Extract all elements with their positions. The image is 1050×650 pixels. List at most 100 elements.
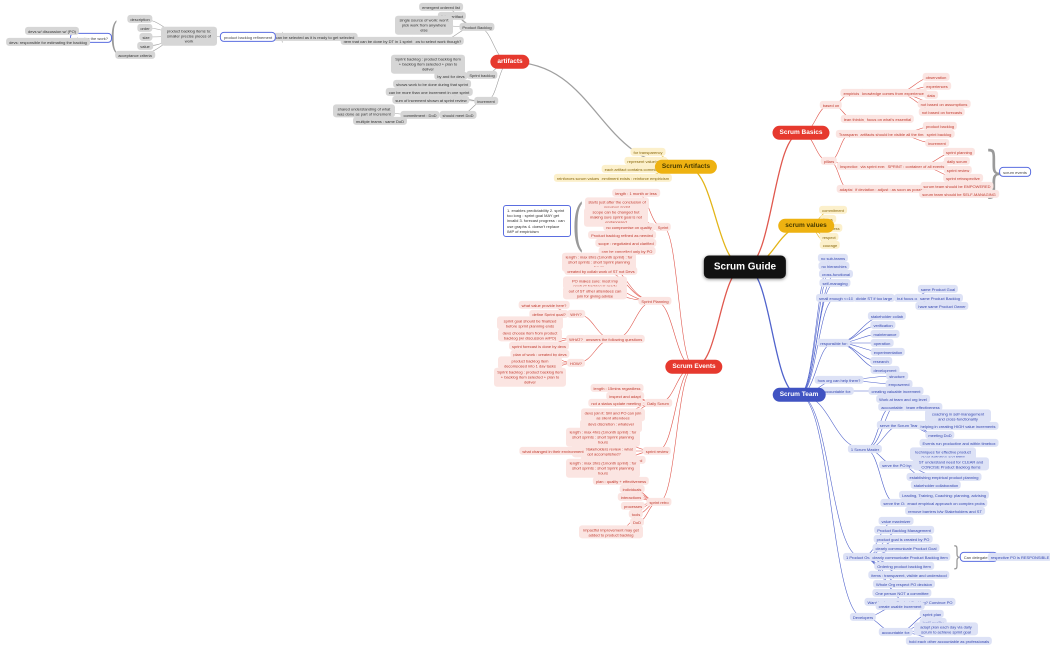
mindmap-node-inc[interactable]: increment (474, 96, 498, 106)
mindmap-node-pb[interactable]: Product Backlog (459, 22, 495, 32)
mindmap-node-sm1[interactable]: Work at team and org level (876, 394, 930, 404)
mindmap-node-dev2c[interactable]: adapt plan each day via daily scrum to a… (914, 622, 978, 636)
mindmap-node-t5a[interactable]: divide ST if too large (852, 293, 896, 303)
mindmap-node-sa4[interactable]: commitment exists : reinforce empiricism (593, 173, 673, 183)
mindmap-node-t6b[interactable]: verification (870, 320, 896, 330)
mindmap-node-wht1[interactable]: devs choose item from product backlog (w… (498, 328, 562, 342)
mindmap-node-kn1[interactable]: observation (922, 72, 950, 82)
mindmap-node-kn4[interactable]: not based on assumptions (917, 99, 971, 109)
mindmap-node-rt6[interactable]: DoD (629, 517, 645, 527)
mindmap-node-pb4[interactable]: how to select work though? (409, 36, 465, 46)
mindmap-node-sa3[interactable]: each artifact contains commitment (601, 164, 669, 174)
mindmap-node-rt7[interactable]: impactful improvement may get added to p… (579, 525, 643, 539)
mindmap-node-sr[interactable]: sprint review (642, 446, 672, 456)
mindmap-node-po5[interactable]: clearly communicate Product Backlog item (869, 552, 951, 562)
mindmap-node-pbi[interactable]: product backlog items to: smaller precis… (161, 26, 217, 46)
mindmap-node-pb3[interactable]: single source of work: won't pick work f… (395, 15, 453, 35)
mindmap-node-rt1[interactable]: plan : quality + effectiveness (592, 476, 650, 486)
mindmap-node-pbr[interactable]: product backlog refinement (219, 31, 277, 43)
mindmap-node-sbk1[interactable]: Sprint backlog : product backlog item + … (391, 54, 465, 74)
mindmap-node-t5e[interactable]: have same Product Owner (915, 301, 969, 311)
mindmap-node-t6e[interactable]: experimentation (870, 347, 906, 357)
mindmap-node-ins[interactable]: Inspection (836, 161, 862, 171)
mindmap-node-sm[interactable]: 1 Scrum Master (847, 444, 883, 454)
mindmap-node-at3[interactable]: size (139, 32, 153, 42)
mindmap-node-sp[interactable]: Sprint (654, 222, 672, 232)
mindmap-node-why3[interactable]: sprint goal should be finalized before s… (497, 316, 563, 330)
mindmap-node-sp5[interactable]: Product backlog refined as needed (588, 230, 656, 240)
mindmap-node-sb[interactable]: Scrum Basics (772, 125, 830, 141)
mindmap-node-sv[interactable]: scrum values (778, 218, 834, 234)
mindmap-node-kn[interactable]: knowledge comes from experience (859, 88, 927, 98)
mindmap-node-pb5[interactable]: item that can be done by DT in 1 sprint (340, 36, 416, 46)
mindmap-node-t6d[interactable]: operation (870, 338, 894, 348)
mindmap-node-sm4d[interactable]: stakeholder collaboration (910, 480, 962, 490)
mindmap-node-whs1[interactable]: devs w/ discussion w/ (PO) (24, 26, 80, 36)
mindmap-node-tr[interactable]: Transparency (835, 129, 867, 139)
mindmap-node-dev2[interactable]: accountable for: (878, 627, 914, 637)
mindmap-node-spl2[interactable]: created by collab work of ST not Devs (564, 266, 638, 276)
mindmap-node-t7[interactable]: how org can help them? (814, 375, 864, 385)
mindmap-node-t4[interactable]: self-managing (819, 278, 851, 288)
mindmap-node-why1[interactable]: what value provide here? (518, 300, 570, 310)
mindmap-node-po9[interactable]: One person NOT a committee (872, 588, 932, 598)
mindmap-node-sm4[interactable]: serve the PO by: (879, 460, 915, 470)
mindmap-node-t6f[interactable]: research (870, 356, 892, 366)
mindmap-node-t6a[interactable]: stakeholder collab (867, 311, 907, 321)
mindmap-node-ev4[interactable]: sprint retrospective (943, 173, 983, 183)
mindmap-node-ad1[interactable]: if deviation : adjust : as soon as possi… (852, 184, 930, 194)
mindmap-node-pb1[interactable]: emergent ordered list (419, 2, 463, 12)
mindmap-node-sp6[interactable]: scope : negotiated and clarified (595, 238, 657, 248)
mindmap-node-po8[interactable]: Whole Org respect PO decision (872, 579, 936, 589)
mindmap-node-kn3[interactable]: data (924, 90, 938, 100)
mindmap-node-sr2[interactable]: ST + Stakeholders review : what got acco… (572, 444, 636, 458)
mindmap-node-inc1[interactable]: can be more than one increment in one sp… (385, 87, 473, 97)
mindmap-node-rt[interactable]: sprint retro (646, 497, 672, 507)
mindmap-node-sa1[interactable]: for transparency (630, 147, 666, 157)
mindmap-node-ad2[interactable]: scrum team should be EMPOWERED (920, 181, 994, 191)
mindmap-node-se[interactable]: Scrum Events (665, 359, 723, 375)
mindmap-node-sm5b[interactable]: enact empirical approach on complex prob… (904, 498, 988, 508)
mindmap-node-root[interactable]: Scrum Guide (703, 255, 787, 279)
mindmap-node-po2[interactable]: Product Backlog Management (874, 525, 934, 535)
mindmap-node-po6[interactable]: Ordering product backlog item (874, 561, 934, 571)
mindmap-node-t1[interactable]: no sub-teams (817, 253, 849, 263)
mindmap-node-rt3[interactable]: interactions (617, 492, 645, 502)
mindmap-node-ev2[interactable]: daily scrum (943, 156, 971, 166)
mindmap-node-t5c[interactable]: same Product Goal (917, 284, 959, 294)
mindmap-node-lt1[interactable]: focus on what's essential (863, 114, 915, 124)
mindmap-node-t3[interactable]: cross-functional (818, 269, 854, 279)
mindmap-node-sm3b[interactable]: helping in creating HIGH value increment… (917, 421, 999, 431)
mindmap-node-sm3c[interactable]: meeting DoD (925, 430, 955, 440)
mindmap-node-rt5[interactable]: tools (628, 509, 644, 519)
mindmap-node-sbk3[interactable]: shows work to be done during that sprint (393, 79, 471, 89)
mindmap-node-ins1[interactable]: via sprint events (857, 161, 893, 171)
mindmap-node-sbk[interactable]: Sprint backlog (466, 70, 498, 80)
mindmap-node-sm2[interactable]: accountable (878, 402, 906, 412)
mindmap-node-why[interactable]: WHY? (567, 309, 585, 319)
mindmap-node-sr1[interactable]: length : max 4hrs (1month sprint) : for … (566, 427, 640, 447)
mindmap-node-wht[interactable]: WHAT? (566, 334, 586, 344)
mindmap-node-tr2[interactable]: product backlog (922, 121, 958, 131)
mindmap-node-how3[interactable]: Sprint backlog : product backlog item + … (494, 367, 566, 387)
mindmap-node-dev2a[interactable]: sprint plan (919, 609, 945, 619)
mindmap-node-dev[interactable]: Developers (849, 612, 877, 622)
mindmap-node-ds1[interactable]: length : 15mins regardless (590, 383, 644, 393)
mindmap-node-tr3[interactable]: sprint backlog (923, 129, 955, 139)
mindmap-node-sa2[interactable]: represent value/work (624, 156, 668, 166)
mindmap-node-sm5c[interactable]: remove barriers b/w Stakeholders and ST (905, 506, 985, 516)
mindmap-node-splq[interactable]: answers the following questions (582, 334, 646, 344)
mindmap-node-sm2a[interactable]: team effectiveness (903, 402, 943, 412)
mindmap-node-ds3[interactable]: not a status update meeting (588, 398, 644, 408)
mindmap-node-at4[interactable]: value (137, 41, 153, 51)
mindmap-node-inc6[interactable]: multiple teams : same DoD (352, 116, 408, 126)
mindmap-node-kn2[interactable]: experiences (923, 81, 951, 91)
mindmap-node-why2[interactable]: define Sprint goal? (529, 309, 569, 319)
mindmap-node-inc3[interactable]: should meet DoD (439, 110, 477, 120)
mindmap-node-po4[interactable]: clearly communicate Product Goal (872, 543, 940, 553)
mindmap-node-dev2d[interactable]: hold each other accountable as professio… (905, 636, 993, 646)
mindmap-node-ev1[interactable]: sprint planning (942, 147, 976, 157)
mindmap-node-ds2[interactable]: inspect and adapt (606, 391, 644, 401)
mindmap-node-ds[interactable]: Daily Scrum (644, 398, 672, 408)
mindmap-node-at2[interactable]: order (137, 23, 153, 33)
